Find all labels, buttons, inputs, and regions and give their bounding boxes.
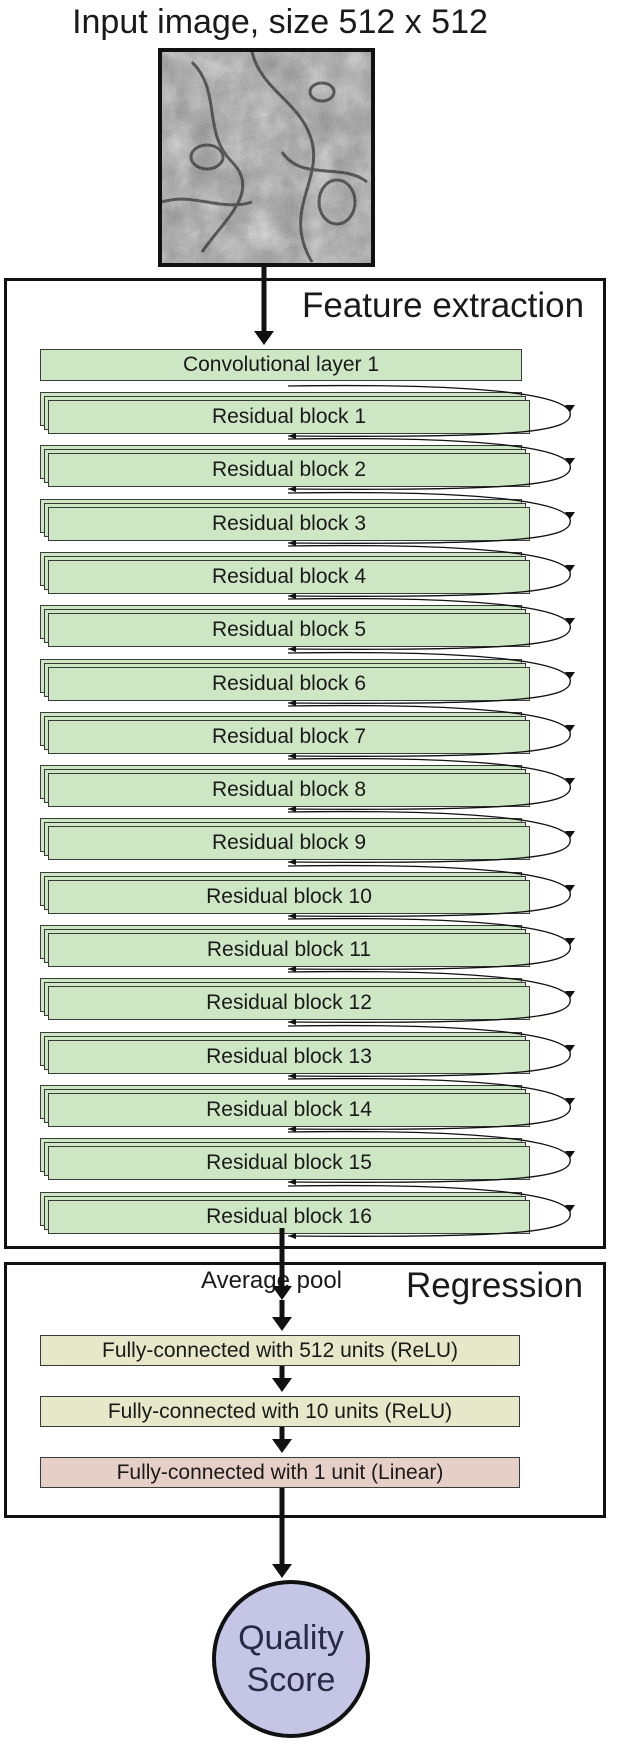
skip-arrowhead <box>565 512 575 519</box>
skip-connection <box>288 493 570 544</box>
skip-arrowhead <box>565 672 575 679</box>
skip-arrowhead <box>565 831 575 838</box>
skip-connection <box>288 1026 570 1077</box>
flow-arrowhead <box>272 1439 292 1453</box>
merge-arrowhead <box>288 646 296 652</box>
merge-arrowhead <box>288 540 296 546</box>
flow-arrowhead <box>272 1286 292 1300</box>
skip-arrowhead <box>565 778 575 785</box>
merge-arrowhead <box>288 433 296 439</box>
skip-connection <box>288 653 570 704</box>
flow-arrowhead <box>254 331 274 345</box>
skip-arrowhead <box>565 1098 575 1105</box>
skip-connection <box>288 812 570 863</box>
skip-connection <box>288 1079 570 1130</box>
flow-arrowhead <box>272 1564 292 1578</box>
skip-arrowhead <box>565 458 575 465</box>
merge-arrowhead <box>288 593 296 599</box>
merge-arrowhead <box>288 966 296 972</box>
skip-arrowhead <box>565 1205 575 1212</box>
skip-arrowhead <box>565 1151 575 1158</box>
merge-arrowhead <box>288 1073 296 1079</box>
skip-arrowhead <box>565 725 575 732</box>
merge-arrowhead <box>288 1019 296 1025</box>
skip-arrowhead <box>565 405 575 412</box>
flow-arrowhead <box>272 1378 292 1392</box>
skip-connection <box>288 919 570 970</box>
skip-arrowhead <box>565 885 575 892</box>
skip-arrowhead <box>565 618 575 625</box>
merge-arrowhead <box>288 859 296 865</box>
merge-arrowhead <box>288 806 296 812</box>
merge-arrowhead <box>288 913 296 919</box>
skip-connection <box>288 866 570 917</box>
skip-connection <box>288 706 570 757</box>
skip-connection <box>288 759 570 810</box>
skip-connection <box>288 972 570 1023</box>
skip-arrowhead <box>565 565 575 572</box>
skip-arrowhead <box>565 1045 575 1052</box>
skip-arrowhead <box>565 991 575 998</box>
merge-arrowhead <box>288 1233 296 1239</box>
flow-arrowhead <box>272 1317 292 1331</box>
skip-arrowhead <box>565 938 575 945</box>
merge-arrowhead <box>288 1179 296 1185</box>
skip-connection <box>288 599 570 650</box>
merge-arrowhead <box>288 486 296 492</box>
skip-connection <box>288 1186 570 1237</box>
merge-arrowhead <box>288 753 296 759</box>
merge-arrowhead <box>288 700 296 706</box>
skip-connection <box>288 439 570 490</box>
skip-connection <box>288 546 570 597</box>
skip-connection <box>288 386 570 437</box>
merge-arrowhead <box>288 1126 296 1132</box>
skip-connection <box>288 1132 570 1183</box>
